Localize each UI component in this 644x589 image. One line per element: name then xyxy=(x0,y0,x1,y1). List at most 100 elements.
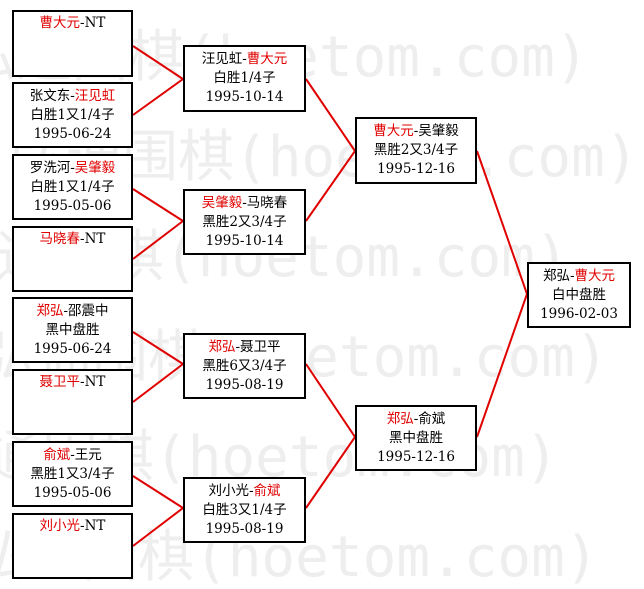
connector-line xyxy=(305,78,357,222)
match-box: 郑弘-聂卫平 黑胜6又3/4子 1995-08-19 xyxy=(183,333,306,399)
match-result: 白胜3又1/4子 xyxy=(202,501,287,518)
player-name: 马晓春 xyxy=(246,194,288,211)
player-name: 聂卫平 xyxy=(240,338,281,355)
match-date: 1995-06-24 xyxy=(33,340,112,357)
match-box: 马晓春-NT xyxy=(12,226,133,292)
match-box: 张文东-汪见虹 白胜1又1/4子 1995-06-24 xyxy=(12,82,133,148)
player-name: 俞斌 xyxy=(253,482,281,499)
match-players: 曹大元-NT xyxy=(40,14,106,33)
player-name: 郑弘 xyxy=(386,410,414,427)
match-date: 1995-08-19 xyxy=(205,520,284,537)
match-date: 1996-02-03 xyxy=(540,305,618,322)
player-name: 马晓春 xyxy=(39,231,81,247)
player-name: 曹大元 xyxy=(246,51,288,67)
final-match-box: 郑弘-曹大元 白中盘胜 1996-02-03 xyxy=(527,262,631,328)
match-result: 白中盘胜 xyxy=(552,286,606,303)
player-name: 汪见虹 xyxy=(74,87,116,104)
match-date: 1995-10-14 xyxy=(205,89,284,105)
player-name: 郑弘 xyxy=(36,302,64,319)
match-result: 黑中盘胜 xyxy=(389,429,443,446)
match-players: 郑弘-曹大元 xyxy=(543,267,615,286)
separator: - xyxy=(80,518,85,534)
match-box: 罗洗河-吴肇毅 白胜1又1/4子 1995-05-06 xyxy=(12,154,133,220)
match-box: 汪见虹-曹大元 白胜1/4子 1995-10-14 xyxy=(183,45,306,112)
player-name: NT xyxy=(84,518,106,534)
match-date: 1995-05-06 xyxy=(33,484,112,501)
connector-line xyxy=(132,475,185,547)
separator: - xyxy=(413,123,419,139)
match-date: 1995-12-16 xyxy=(377,161,455,177)
player-name: NT xyxy=(84,15,106,31)
connector-line xyxy=(132,45,185,116)
player-name: 张文东 xyxy=(29,87,71,104)
player-name: 吴肇毅 xyxy=(74,159,116,176)
match-box: 刘小光-俞斌 白胜3又1/4子 1995-08-19 xyxy=(183,477,306,543)
player-name: 刘小光 xyxy=(208,482,249,499)
match-box: 曹大元-吴肇毅 黑胜2又3/4子 1995-12-16 xyxy=(355,117,477,184)
match-date: 1995-12-16 xyxy=(377,448,455,465)
player-name: NT xyxy=(84,231,106,247)
separator: - xyxy=(413,410,419,427)
player-name: NT xyxy=(84,374,106,390)
match-players: 曹大元-吴肇毅 xyxy=(373,122,459,141)
separator: - xyxy=(70,446,75,463)
separator: - xyxy=(569,267,575,284)
match-players: 郑弘-邵震中 xyxy=(36,302,108,321)
match-players: 罗洗河-吴肇毅 xyxy=(30,159,116,178)
match-players: 吴肇毅-马晓春 xyxy=(202,194,288,213)
connector-line xyxy=(476,150,529,438)
player-name: 郑弘 xyxy=(542,267,570,284)
match-players: 郑弘-俞斌 xyxy=(387,410,446,429)
match-date: 1995-05-06 xyxy=(33,197,112,214)
match-result: 白胜1/4子 xyxy=(213,70,276,86)
match-result: 白胜1又1/4子 xyxy=(30,106,115,123)
connector-line xyxy=(305,363,357,509)
match-box: 聂卫平-NT xyxy=(12,369,133,435)
player-name: 吴肇毅 xyxy=(418,123,459,139)
separator: - xyxy=(248,482,254,499)
separator: - xyxy=(235,338,241,355)
match-box: 吴肇毅-马晓春 黑胜2又3/4子 1995-10-14 xyxy=(183,189,306,255)
player-name: 罗洗河 xyxy=(29,159,71,176)
match-players: 俞斌-王元 xyxy=(43,446,102,465)
match-box: 俞斌-王元 黑胜1又3/4子 1995-05-06 xyxy=(12,441,133,507)
separator: - xyxy=(70,87,75,104)
separator: - xyxy=(80,374,85,390)
separator: - xyxy=(242,51,247,67)
player-name: 曹大元 xyxy=(373,123,414,139)
match-players: 刘小光-NT xyxy=(40,517,106,536)
separator: - xyxy=(70,159,75,176)
player-name: 王元 xyxy=(74,446,102,463)
match-box: 曹大元-NT xyxy=(12,10,133,77)
match-result: 黑胜2又3/4子 xyxy=(373,142,459,158)
separator: - xyxy=(242,194,247,211)
match-result: 黑胜1又3/4子 xyxy=(30,465,115,482)
player-name: 俞斌 xyxy=(43,446,71,463)
match-date: 1995-06-24 xyxy=(33,125,112,142)
player-name: 曹大元 xyxy=(39,15,81,31)
match-players: 郑弘-聂卫平 xyxy=(208,338,280,357)
match-box: 刘小光-NT xyxy=(12,513,133,579)
match-box: 郑弘-俞斌 黑中盘胜 1995-12-16 xyxy=(355,405,477,471)
player-name: 吴肇毅 xyxy=(201,194,243,211)
player-name: 聂卫平 xyxy=(39,374,81,390)
match-date: 1995-08-19 xyxy=(205,376,284,393)
match-result: 黑胜2又3/4子 xyxy=(202,213,287,230)
match-players: 聂卫平-NT xyxy=(40,373,106,392)
match-result: 白胜1又1/4子 xyxy=(30,178,115,195)
match-box: 郑弘-邵震中 黑中盘胜 1995-06-24 xyxy=(12,297,133,363)
connector-line xyxy=(132,188,185,260)
player-name: 刘小光 xyxy=(39,518,81,534)
player-name: 邵震中 xyxy=(68,302,109,319)
separator: - xyxy=(80,15,85,31)
match-players: 马晓春-NT xyxy=(40,230,106,249)
match-players: 汪见虹-曹大元 xyxy=(202,50,288,69)
player-name: 俞斌 xyxy=(418,410,446,427)
match-result: 黑胜6又3/4子 xyxy=(202,357,287,374)
player-name: 曹大元 xyxy=(574,267,616,284)
separator: - xyxy=(80,231,85,247)
connector-line xyxy=(132,331,185,403)
match-date: 1995-10-14 xyxy=(205,232,284,249)
match-players: 刘小光-俞斌 xyxy=(208,482,280,501)
player-name: 郑弘 xyxy=(208,338,236,355)
